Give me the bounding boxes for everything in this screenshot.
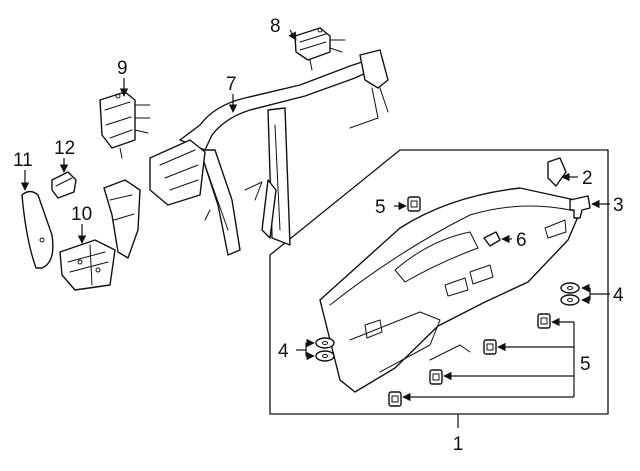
reinforcement-beam-part [149, 49, 389, 256]
callout-10: 10 [71, 204, 92, 225]
side-bracket [103, 179, 141, 259]
callout-4-left: 4 [278, 341, 289, 362]
callout-4-right: 4 [613, 285, 624, 306]
callout-5-lower: 5 [580, 354, 591, 375]
bracket-part-8 [294, 27, 346, 71]
instrument-panel-group-box [269, 149, 609, 415]
callout-5-upper: 5 [375, 197, 386, 218]
callout-9: 9 [117, 58, 128, 79]
nut-part-5-group [388, 313, 551, 407]
clip-part-3 [569, 195, 591, 219]
clip-part-6 [483, 231, 501, 247]
callout-1: 1 [453, 434, 464, 455]
washer-part-4-left [315, 337, 335, 362]
bracket-part-10 [59, 239, 116, 291]
washer-part-4-right [560, 282, 580, 306]
callout-6: 6 [516, 230, 527, 251]
leader-lines [20, 29, 610, 428]
callout-12: 12 [54, 138, 75, 159]
callout-2: 2 [582, 168, 593, 189]
nut-part-5-upper [407, 196, 421, 212]
callout-3: 3 [613, 195, 624, 216]
end-cover-part [21, 190, 54, 269]
instrument-panel-part [319, 187, 581, 393]
callout-8: 8 [270, 16, 281, 37]
clip-part-2 [547, 157, 567, 187]
bracket-part-9 [99, 91, 151, 159]
callout-11: 11 [13, 150, 33, 171]
clip-part-12 [51, 171, 77, 199]
callout-7: 7 [226, 74, 237, 95]
